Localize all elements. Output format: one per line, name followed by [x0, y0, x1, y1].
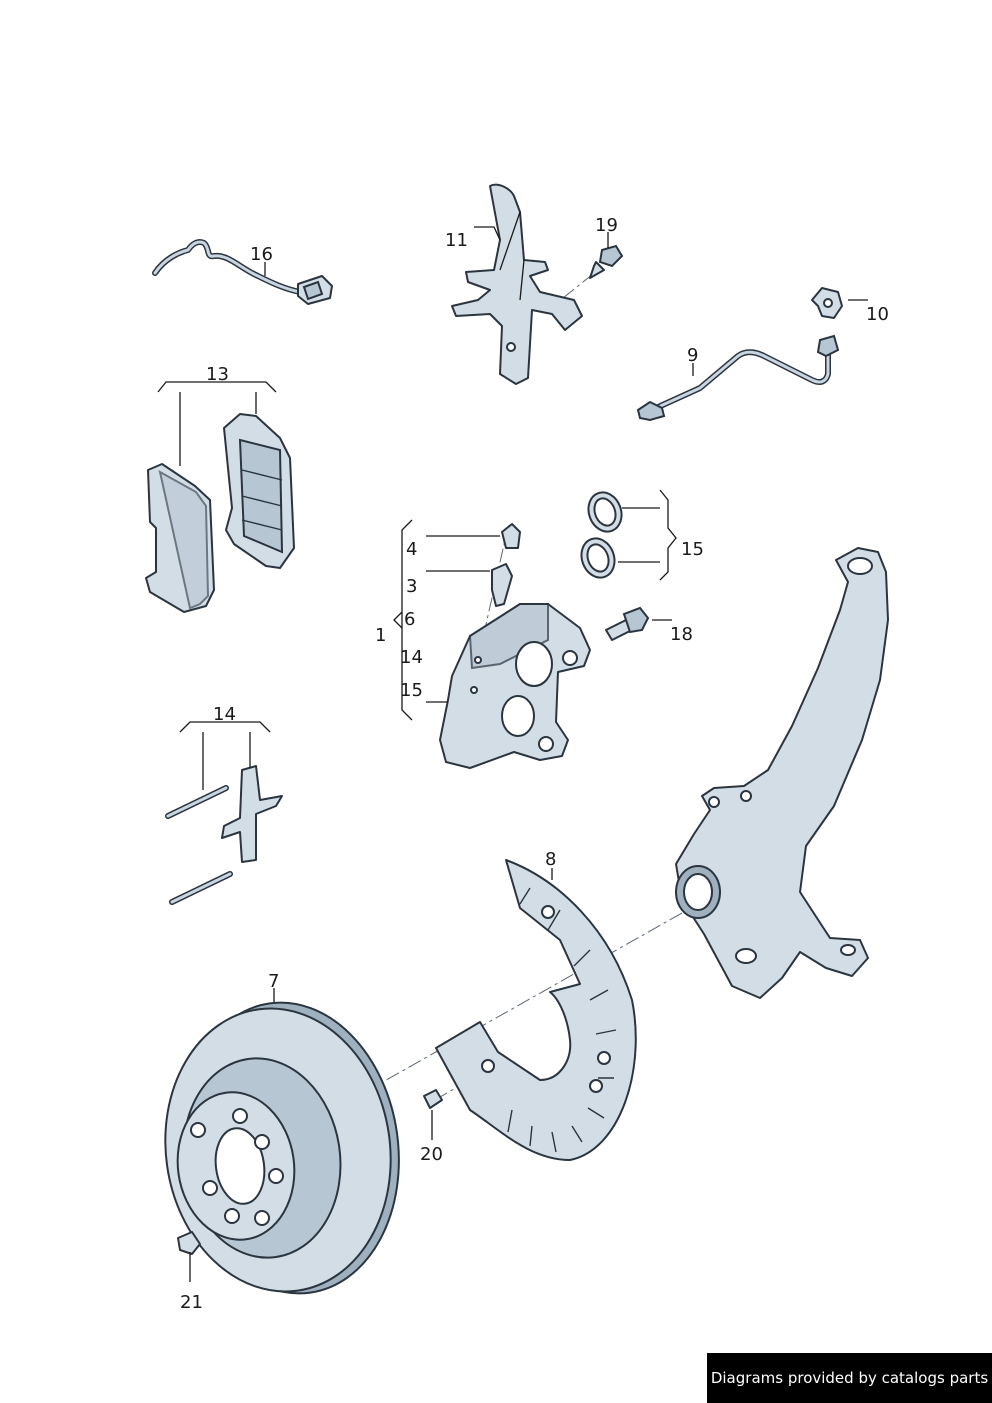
callout-14-pins: 14: [213, 704, 236, 725]
guide-pin-icon[interactable]: [165, 765, 283, 905]
bolt-icon-20[interactable]: [423, 1089, 443, 1109]
wear-sensor-icon[interactable]: [152, 238, 333, 305]
credit-banner: Diagrams provided by catalogs parts: [707, 1353, 992, 1403]
callout-15-seal: 15: [681, 539, 704, 560]
callout-13: 13: [206, 364, 229, 385]
callout-20: 20: [420, 1144, 443, 1165]
bolt-icon-19[interactable]: [589, 244, 624, 279]
leader-lines: [157, 226, 868, 1282]
callout-1: 1: [375, 625, 386, 646]
callout-3: 3: [406, 576, 417, 597]
callout-8: 8: [545, 849, 556, 870]
seal-ring-icon[interactable]: [576, 488, 627, 583]
dust-cap-icon[interactable]: [501, 523, 521, 549]
callout-19: 19: [595, 215, 618, 236]
brake-disc-icon[interactable]: [147, 988, 417, 1307]
brake-hose-icon[interactable]: [636, 334, 840, 422]
bracket-icon[interactable]: [451, 183, 583, 385]
callout-4: 4: [406, 539, 417, 560]
splash-guard-icon[interactable]: [435, 859, 637, 1161]
callout-16: 16: [250, 244, 273, 265]
callout-15-caliper: 15: [400, 680, 423, 701]
bolt-icon-21[interactable]: [177, 1231, 201, 1255]
bleeder-valve-icon[interactable]: [491, 563, 513, 607]
callout-10: 10: [866, 304, 889, 325]
callout-7: 7: [268, 971, 279, 992]
brake-pad-icon[interactable]: [145, 413, 295, 613]
callout-14-caliper: 14: [400, 647, 423, 668]
callout-6: 6: [404, 609, 415, 630]
callout-11: 11: [445, 230, 468, 251]
brake-caliper-icon[interactable]: [439, 603, 591, 769]
steering-knuckle-icon[interactable]: [675, 547, 889, 999]
callout-9: 9: [687, 345, 698, 366]
callout-labels: 16 11 19 10 9 13 4 15 3 6 1 18 14 15 14 …: [180, 215, 889, 1313]
retaining-clip-icon[interactable]: [811, 287, 843, 319]
callout-18: 18: [670, 624, 693, 645]
callout-21: 21: [180, 1292, 203, 1313]
credit-text: Diagrams provided by catalogs parts: [710, 1369, 989, 1387]
bolt-icon-18[interactable]: [605, 606, 650, 641]
